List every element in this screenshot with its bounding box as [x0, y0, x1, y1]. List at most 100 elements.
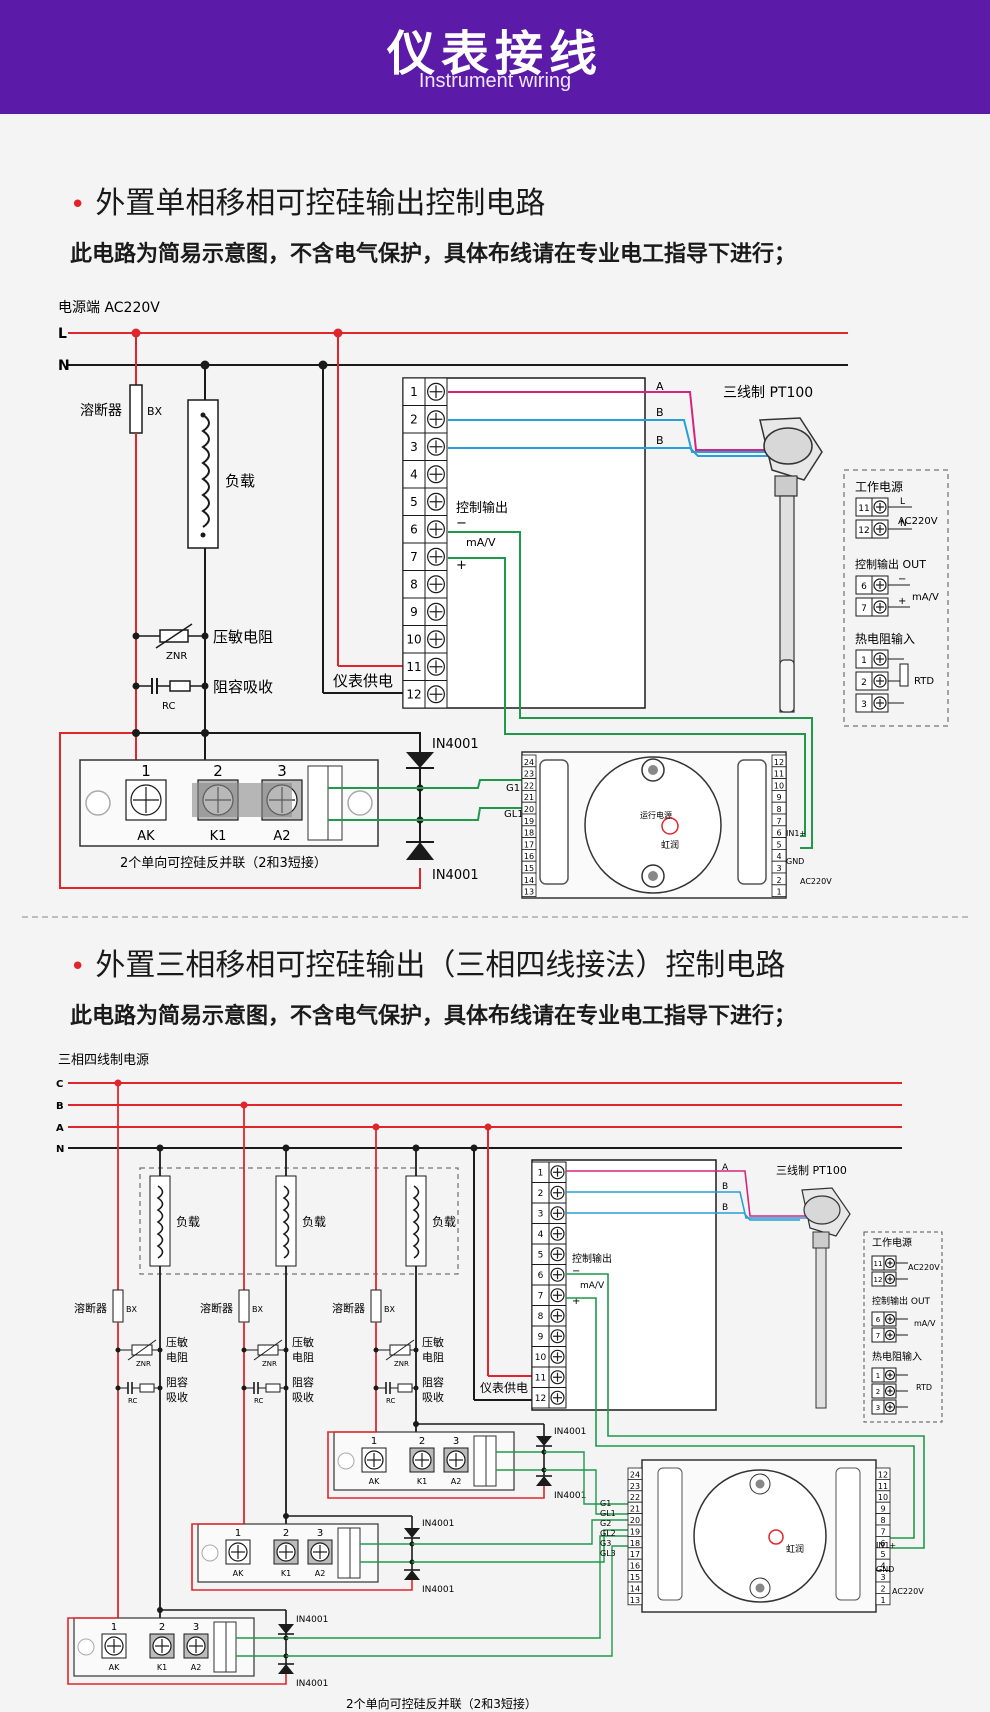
trigger-terminal-number: 23 — [630, 1482, 640, 1491]
trigger-terminal — [627, 1593, 643, 1606]
trigger-terminal-number: 16 — [630, 1562, 640, 1571]
svg-text:B: B — [722, 1182, 728, 1192]
svg-text:BX: BX — [126, 1305, 137, 1314]
fuse-code: BX — [147, 405, 163, 418]
scr-terminal-label: K1 — [210, 829, 227, 844]
svg-text:mA/V: mA/V — [466, 536, 496, 549]
load-label: 负载 — [432, 1215, 456, 1229]
svg-text:A: A — [656, 380, 664, 393]
control-output-label: 控制输出 — [456, 500, 508, 516]
trigger-terminal-number: 13 — [630, 1596, 640, 1605]
legend-terminal: 7 — [861, 604, 867, 614]
trigger-terminal-number: 17 — [524, 840, 534, 849]
svg-text:IN4001: IN4001 — [296, 1615, 328, 1625]
svg-text:GND: GND — [876, 1565, 894, 1574]
terminal-number: 5 — [410, 495, 418, 509]
svg-text:IN4001: IN4001 — [422, 1585, 454, 1595]
trigger-terminal-number: 10 — [878, 1493, 888, 1502]
rtd-resistor-icon — [899, 663, 909, 687]
legend-terminal: 3 — [861, 700, 867, 710]
svg-text:mA/V: mA/V — [580, 1281, 605, 1291]
trigger-terminal — [875, 1593, 891, 1606]
svg-text:N: N — [900, 519, 907, 529]
terminal-number: 6 — [538, 1271, 544, 1281]
trigger-terminal-number: 23 — [524, 770, 534, 779]
svg-text:压敏: 压敏 — [292, 1335, 314, 1349]
section-divider — [22, 916, 968, 918]
legend-terminal: 6 — [861, 582, 867, 592]
gate-signal-label: GL1 — [600, 1509, 616, 1518]
terminal-number: 5 — [538, 1250, 544, 1260]
varistor-label: 压敏电阻 — [213, 628, 273, 646]
terminal-number: 1 — [538, 1168, 544, 1178]
trigger-terminal-number: 20 — [524, 805, 534, 814]
legend-terminal: 3 — [876, 1404, 880, 1412]
svg-text:B: B — [656, 434, 664, 447]
svg-text:+: + — [572, 1296, 580, 1307]
trigger-terminal-number: 5 — [776, 840, 781, 849]
terminal-number: 1 — [410, 385, 418, 399]
section2-title: •外置三相移相可控硅输出（三相四线接法）控制电路 — [70, 948, 786, 983]
label-L: L — [58, 326, 67, 342]
resistor-icon — [139, 1383, 155, 1393]
trigger-terminal-number: 8 — [776, 805, 781, 814]
terminal-number: 2 — [410, 413, 418, 427]
legend-out-title: 控制输出 OUT — [855, 557, 926, 571]
svg-text:工作电源: 工作电源 — [872, 1236, 912, 1249]
trigger-terminal-number: 13 — [524, 888, 534, 897]
fuse-icon — [370, 1289, 382, 1323]
pt100-sensor-icon — [759, 417, 823, 713]
svg-text:A: A — [722, 1163, 729, 1173]
trigger-terminal-number: 9 — [776, 793, 781, 802]
svg-text:IN4001: IN4001 — [296, 1679, 328, 1689]
legend-terminal: 7 — [876, 1332, 880, 1340]
trigger-terminal-number: 15 — [630, 1573, 640, 1582]
scr-terminal-number: 1 — [141, 762, 151, 780]
terminal-number: 4 — [410, 468, 418, 482]
terminal-number: 11 — [406, 660, 421, 674]
svg-text:A2: A2 — [191, 1663, 202, 1672]
resistor-icon — [169, 680, 191, 692]
svg-text:K1: K1 — [157, 1663, 167, 1672]
svg-text:RC: RC — [254, 1397, 264, 1405]
wire-out-plus — [448, 557, 806, 837]
trigger-terminal-number: 22 — [630, 1493, 640, 1502]
sensor-label: 三线制 PT100 — [723, 385, 813, 401]
trigger-terminal-number: 8 — [880, 1516, 885, 1525]
svg-text:L: L — [900, 497, 905, 507]
trigger-terminal-number: 3 — [880, 1573, 885, 1582]
legend-terminal: 1 — [876, 1372, 880, 1380]
svg-text:GL1: GL1 — [504, 809, 524, 820]
legend-terminal: 12 — [858, 526, 869, 536]
svg-text:2: 2 — [283, 1528, 289, 1539]
legend-terminal: 2 — [876, 1388, 880, 1396]
terminal-number: 4 — [538, 1230, 544, 1240]
svg-text:AK: AK — [369, 1477, 380, 1486]
svg-text:BX: BX — [252, 1305, 263, 1314]
terminal-number: 6 — [410, 523, 418, 537]
svg-text:AC220V: AC220V — [898, 516, 938, 527]
fuse-label: 溶断器 — [332, 1301, 365, 1315]
svg-text:2: 2 — [419, 1436, 425, 1447]
varistor-code: ZNR — [166, 651, 187, 662]
svg-text:mA/V: mA/V — [914, 1319, 936, 1328]
terminal-number: 10 — [535, 1353, 547, 1363]
power-label: 电源端 AC220V — [58, 300, 160, 316]
trigger-terminal-number: 5 — [880, 1550, 885, 1559]
section1-title: •外置单相移相可控硅输出控制电路 — [70, 186, 546, 221]
terminal-number: 7 — [538, 1291, 544, 1301]
diode-icon — [536, 1436, 552, 1446]
fuse-label: 溶断器 — [80, 403, 122, 419]
svg-text:虹润: 虹润 — [786, 1543, 804, 1555]
svg-text:1: 1 — [235, 1528, 241, 1539]
svg-text:压敏: 压敏 — [166, 1335, 188, 1349]
trigger-terminal-number: 17 — [630, 1550, 640, 1559]
pt100-sensor-icon-3p — [801, 1187, 851, 1409]
page-title: 仪表接线 — [386, 26, 603, 82]
trigger-terminal-number: 4 — [776, 852, 781, 861]
label-N: N — [58, 358, 70, 374]
load-label: 负载 — [225, 472, 255, 490]
svg-text:RTD: RTD — [916, 1383, 932, 1392]
diode-icon — [278, 1624, 294, 1634]
